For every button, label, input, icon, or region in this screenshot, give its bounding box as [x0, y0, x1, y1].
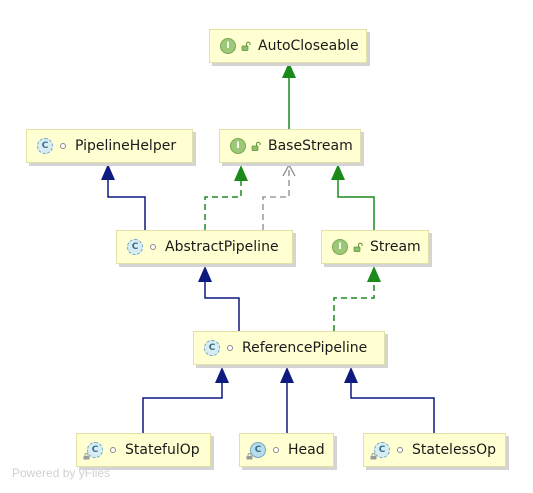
node-pipelinehelper[interactable]: C PipelineHelper: [26, 129, 193, 163]
badge-glyph: C: [254, 445, 262, 455]
node-label: PipelineHelper: [75, 138, 177, 154]
node-label: Head: [288, 442, 325, 458]
node-basestream[interactable]: I BaseStream: [219, 129, 361, 163]
edge-referencepipeline-stream: [333, 266, 381, 331]
public-unlock-icon: [240, 41, 252, 51]
edge-statelessop-referencepipeline: [344, 367, 435, 433]
abstract-class-icon: C: [37, 138, 53, 154]
abstract-class-icon: C: [127, 239, 143, 255]
package-private-icon: [270, 447, 282, 453]
lock-icon: [83, 453, 90, 460]
interface-icon: I: [230, 138, 246, 154]
lock-icon: [246, 453, 253, 460]
interface-icon: I: [220, 38, 236, 54]
node-statelessop[interactable]: C StatelessOp: [363, 433, 506, 467]
abstract-class-icon: C: [83, 442, 103, 460]
edge-abstractpipeline-pipelinehelper: [101, 164, 146, 230]
class-icon: C: [246, 442, 266, 460]
edge-abstractpipeline-basestream-uses: [262, 163, 296, 230]
abstract-class-icon: C: [204, 340, 220, 356]
arrowhead-icon: [101, 164, 115, 180]
node-statefulop[interactable]: C StatefulOp: [76, 433, 211, 467]
edge-statefulop-referencepipeline: [142, 367, 229, 433]
package-private-icon: [224, 345, 236, 351]
package-private-icon: [57, 143, 69, 149]
node-label: StatefulOp: [125, 442, 200, 458]
node-stream[interactable]: I Stream: [321, 230, 429, 264]
arrowhead-icon: [280, 367, 294, 383]
arrowhead-icon: [198, 266, 212, 282]
public-unlock-icon: [352, 242, 364, 252]
lock-icon: [370, 453, 377, 460]
arrowhead-icon: [367, 266, 381, 282]
open-arrowhead-icon: [282, 163, 296, 177]
node-label: AbstractPipeline: [165, 239, 279, 255]
arrowhead-icon: [215, 367, 229, 383]
package-private-icon: [107, 447, 119, 453]
edge-abstractpipeline-basestream-implements: [204, 165, 248, 230]
node-label: AutoCloseable: [258, 38, 359, 54]
node-label: Stream: [370, 239, 421, 255]
badge-glyph: C: [91, 445, 99, 455]
package-private-icon: [394, 447, 406, 453]
powered-by-footer: Powered by yFiles: [12, 466, 111, 480]
arrowhead-icon: [331, 164, 345, 180]
edge-referencepipeline-abstractpipeline: [198, 266, 240, 331]
node-label: StatelessOp: [412, 442, 497, 458]
node-head[interactable]: C Head: [239, 433, 334, 467]
edge-stream-basestream: [331, 164, 375, 230]
package-private-icon: [147, 244, 159, 250]
node-label: ReferencePipeline: [242, 340, 368, 356]
arrowhead-icon: [234, 165, 248, 181]
arrowhead-icon: [282, 62, 296, 78]
node-referencepipeline[interactable]: C ReferencePipeline: [193, 331, 385, 365]
node-label: BaseStream: [268, 138, 353, 154]
edge-basestream-autocloseable: [282, 62, 296, 129]
badge-glyph: C: [378, 445, 386, 455]
node-autocloseable[interactable]: I AutoCloseable: [209, 29, 367, 63]
abstract-class-icon: C: [370, 442, 390, 460]
arrowhead-icon: [344, 367, 358, 383]
interface-icon: I: [332, 239, 348, 255]
public-unlock-icon: [250, 141, 262, 151]
node-abstractpipeline[interactable]: C AbstractPipeline: [116, 230, 293, 264]
edge-head-referencepipeline: [280, 367, 294, 433]
